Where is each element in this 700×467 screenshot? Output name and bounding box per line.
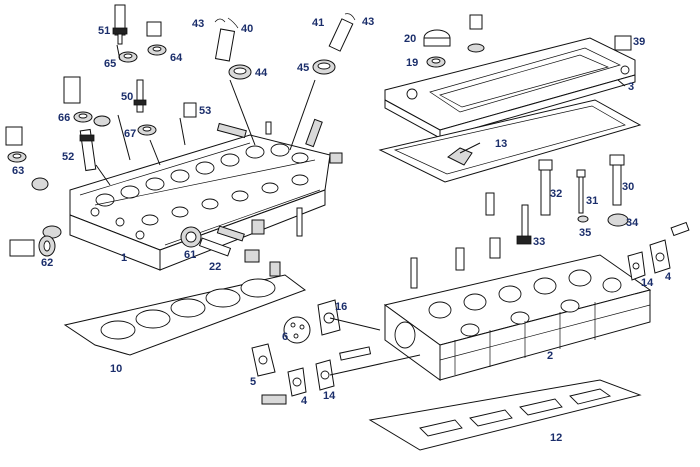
label-52: 52 xyxy=(62,151,74,163)
label-14b: 14 xyxy=(641,277,654,289)
label-43b: 43 xyxy=(362,16,374,28)
leader-lines xyxy=(95,44,626,376)
label-40: 40 xyxy=(241,23,253,35)
label-32: 32 xyxy=(550,188,562,200)
label-1: 1 xyxy=(121,252,127,264)
label-4a: 4 xyxy=(301,395,308,407)
label-4b: 4 xyxy=(665,271,672,283)
label-31: 31 xyxy=(586,195,598,207)
label-66: 66 xyxy=(58,112,70,124)
head-gasket xyxy=(63,274,307,356)
label-51: 51 xyxy=(98,25,110,37)
label-13: 13 xyxy=(495,138,507,150)
label-44: 44 xyxy=(255,67,268,79)
label-45: 45 xyxy=(297,62,309,74)
valve-cover xyxy=(384,37,636,139)
label-10: 10 xyxy=(110,363,122,375)
label-2: 2 xyxy=(547,350,553,362)
label-19: 19 xyxy=(406,57,418,69)
label-6: 6 xyxy=(282,331,288,343)
label-3: 3 xyxy=(628,81,634,93)
camshaft-housing xyxy=(383,254,652,381)
label-20: 20 xyxy=(404,33,416,45)
label-64: 64 xyxy=(170,52,183,64)
label-22: 22 xyxy=(209,261,221,273)
label-14a: 14 xyxy=(323,390,336,402)
label-33: 33 xyxy=(533,236,545,248)
part-labels: 51 65 64 43 40 41 43 44 45 50 53 66 67 5… xyxy=(12,16,672,444)
label-61: 61 xyxy=(184,249,196,261)
label-67: 67 xyxy=(124,128,136,140)
head-bolts xyxy=(216,118,343,263)
label-30: 30 xyxy=(622,181,634,193)
label-41: 41 xyxy=(312,17,324,29)
label-62: 62 xyxy=(41,257,53,269)
label-50: 50 xyxy=(121,91,133,103)
small-parts xyxy=(5,4,690,405)
label-35: 35 xyxy=(579,227,591,239)
label-53: 53 xyxy=(199,105,211,117)
label-12: 12 xyxy=(550,432,562,444)
label-63: 63 xyxy=(12,165,24,177)
cylinder-head xyxy=(69,134,331,271)
label-16: 16 xyxy=(335,301,347,313)
label-65: 65 xyxy=(104,58,116,70)
label-43a: 43 xyxy=(192,18,204,30)
lower-gasket xyxy=(368,379,642,451)
label-34: 34 xyxy=(626,217,639,229)
valve-cover-gasket xyxy=(378,99,642,183)
label-39: 39 xyxy=(633,36,645,48)
label-5: 5 xyxy=(250,376,256,388)
